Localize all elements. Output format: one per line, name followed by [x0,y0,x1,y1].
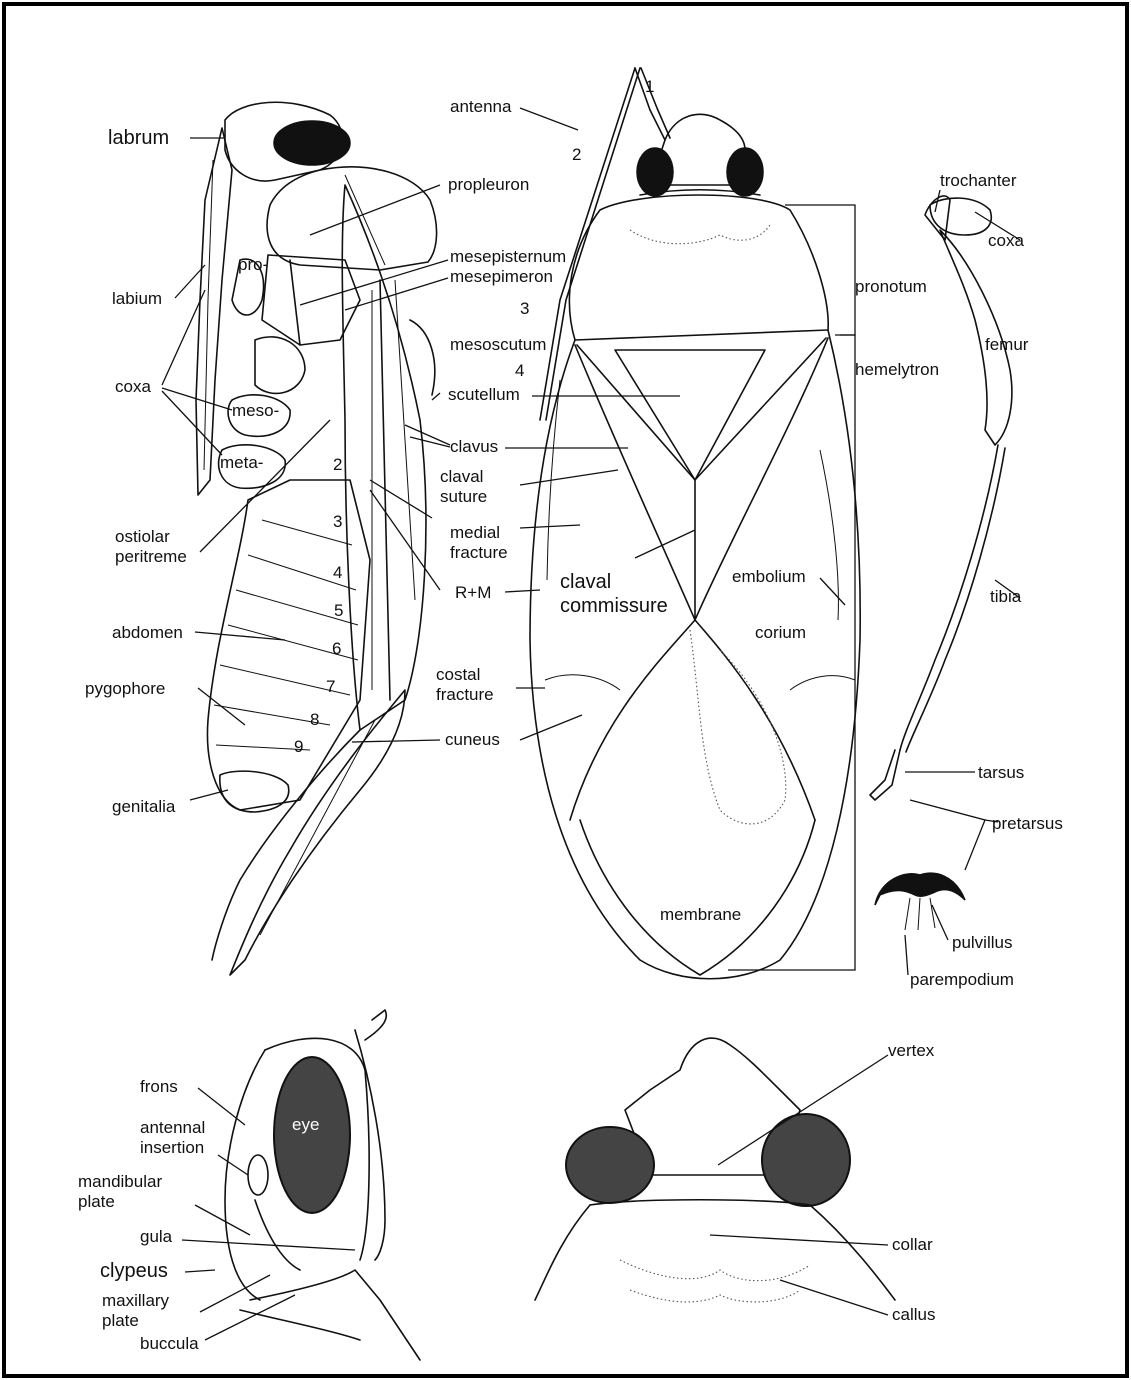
label-mesoscutum: mesoscutum [450,335,546,354]
label-clavus: clavus [450,437,498,456]
label-antennal-insertion-2: insertion [140,1138,204,1157]
label-antennal-insertion-1: antennal [140,1118,205,1137]
label-embolium: embolium [732,567,806,586]
label-mandibular-plate-2: plate [78,1192,115,1211]
label-eye: eye [292,1115,319,1134]
label-mandibular-plate-1: mandibular [78,1172,162,1191]
label-medial-fracture-1: medial [450,523,500,542]
label-corium: corium [755,623,806,642]
dorsal-right-eye-icon [727,148,763,196]
label-peritreme: peritreme [115,547,187,566]
label-costal-fracture-1: costal [436,665,480,684]
antennal-insertion-icon [248,1155,268,1195]
label-gula: gula [140,1227,173,1246]
label-pulvillus: pulvillus [952,933,1012,952]
abdominal-segment-number: 6 [332,639,341,658]
label-scutellum: scutellum [448,385,520,404]
label-labrum: labrum [108,127,169,149]
label-tarsus: tarsus [978,763,1024,782]
label-labium: labium [112,289,162,308]
label-clypeus: clypeus [100,1260,168,1282]
antenna-segment-number: 1 [645,77,654,96]
label-abdomen: abdomen [112,623,183,642]
head-dorsal-drawing [535,1038,895,1302]
label-mesepimeron: mesepimeron [450,267,553,286]
label-cuneus: cuneus [445,730,500,749]
head-lateral-eye-icon [274,1057,350,1213]
label-maxillary-plate-2: plate [102,1311,139,1330]
label-meso: meso- [232,401,279,420]
label-pro: pro- [238,255,268,274]
label-coxa-left: coxa [115,377,151,396]
label-meta: meta- [220,453,263,472]
abdominal-segment-number: 2 [333,455,342,474]
label-vertex: vertex [888,1041,935,1060]
label-rm: R+M [455,583,491,602]
head-lateral-drawing [225,1010,420,1360]
label-propleuron: propleuron [448,175,529,194]
abdominal-segment-number: 5 [334,601,343,620]
label-claval-suture-2: suture [440,487,487,506]
head-dorsal-left-eye-icon [566,1127,654,1203]
label-hemelytron: hemelytron [855,360,939,379]
label-mesepisternum: mesepisternum [450,247,566,266]
abdominal-segment-number: 9 [294,737,303,756]
dorsal-left-eye-icon [637,148,673,196]
label-claval-suture-1: claval [440,467,483,486]
label-genitalia: genitalia [112,797,176,816]
label-collar: collar [892,1235,933,1254]
label-tibia: tibia [990,587,1022,606]
label-membrane: membrane [660,905,741,924]
abdominal-segment-number: 3 [333,512,342,531]
label-callus: callus [892,1305,935,1324]
abdominal-segment-number: 7 [326,677,335,696]
label-ostiolar: ostiolar [115,527,170,546]
lateral-eye-icon [274,121,350,165]
label-trochanter: trochanter [940,171,1017,190]
antenna-segment-number: 2 [572,145,581,164]
antenna-segment-number: 4 [515,361,524,380]
abdominal-segment-number: 8 [310,710,319,729]
label-pronotum: pronotum [855,277,927,296]
label-costal-fracture-2: fracture [436,685,494,704]
label-buccula: buccula [140,1334,199,1353]
label-antenna: antenna [450,97,512,116]
label-femur: femur [985,335,1029,354]
label-parempodium: parempodium [910,970,1014,989]
label-pygophore: pygophore [85,679,165,698]
label-medial-fracture-2: fracture [450,543,508,562]
label-maxillary-plate-1: maxillary [102,1291,170,1310]
antenna-segment-number: 3 [520,299,529,318]
label-coxa-right: coxa [988,231,1024,250]
label-pretarsus: pretarsus [992,814,1063,833]
label-claval-commissure-2: commissure [560,595,668,617]
abdominal-segment-number: 4 [333,563,342,582]
label-frons: frons [140,1077,178,1096]
label-claval-commissure-1: claval [560,571,611,593]
leg-drawing [870,196,1012,930]
